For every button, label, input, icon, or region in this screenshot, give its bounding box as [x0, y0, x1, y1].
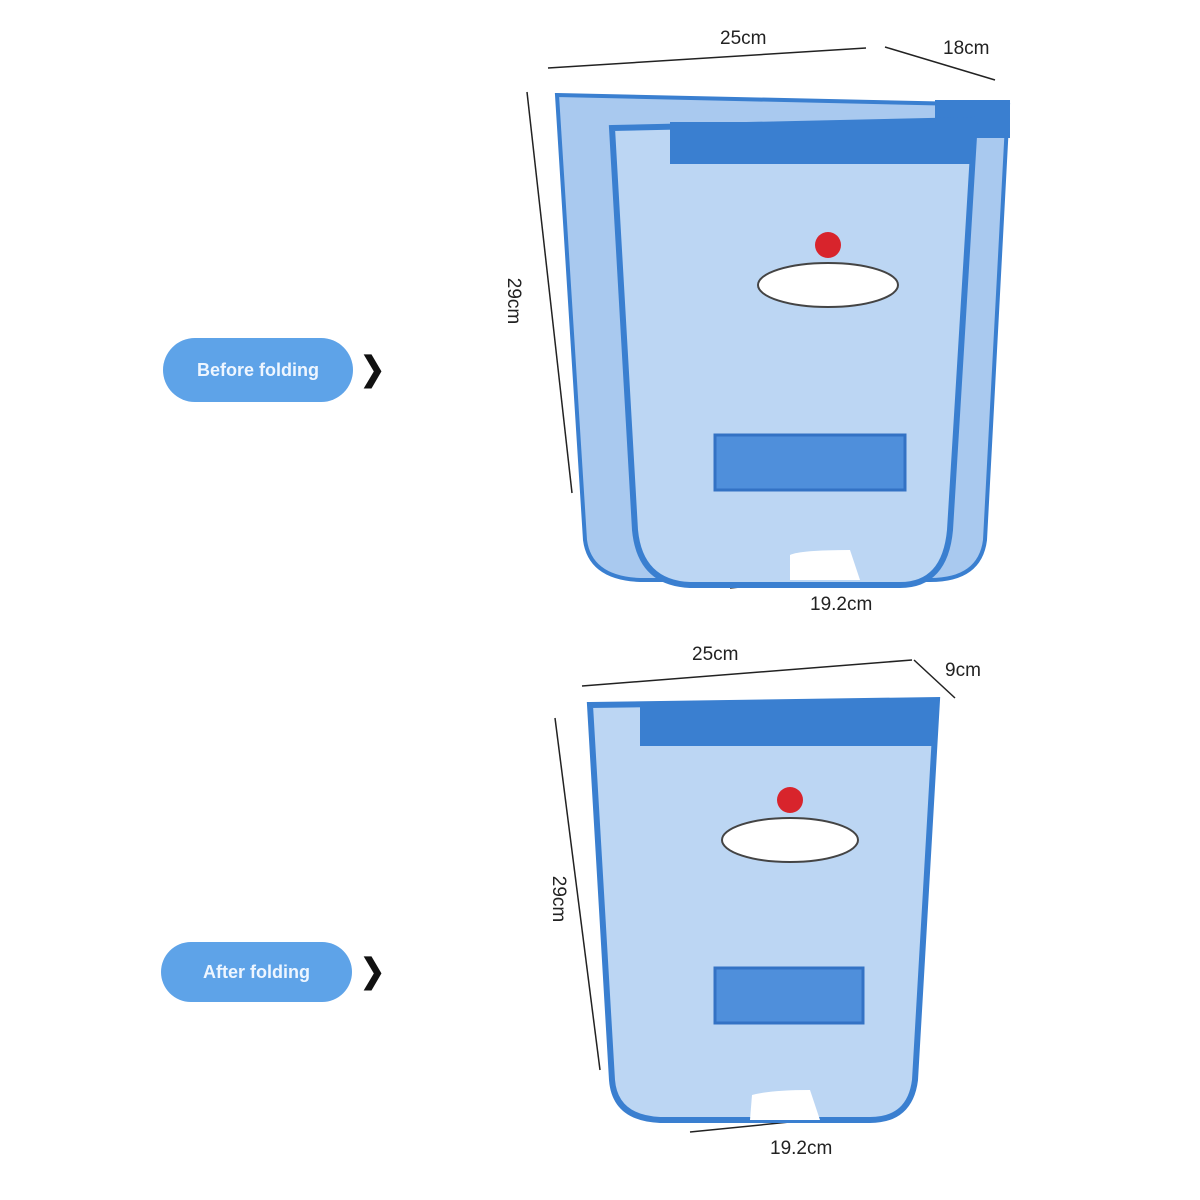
dimension-lines [526, 46, 996, 1133]
after-bottom-label: 19.2cm [770, 1138, 833, 1159]
before-bottom-label: 19.2cm [810, 594, 873, 615]
after-height-label: 29cm [548, 875, 570, 923]
after-folding-badge: After folding [161, 942, 352, 1002]
before-width-label: 25cm [720, 28, 767, 49]
before-height-label: 29cm [503, 277, 525, 325]
bin-after-folding [586, 696, 941, 1123]
before-depth-label: 18cm [943, 38, 990, 59]
after-depth-label: 9cm [945, 660, 981, 681]
after-width-label: 25cm [692, 644, 739, 665]
bin-before-folding [554, 92, 1011, 588]
chevron-right-icon: ❯ [360, 953, 386, 990]
before-folding-badge: Before folding [163, 338, 353, 402]
chevron-right-icon: ❯ [360, 351, 386, 388]
